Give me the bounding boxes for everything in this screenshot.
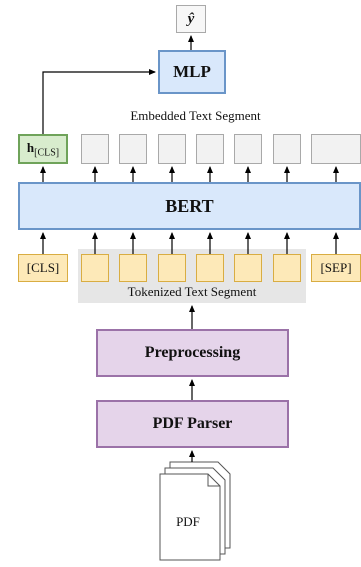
- tokenized-token: [81, 254, 109, 282]
- pdf-page-fold: [207, 474, 220, 487]
- mlp-label: MLP: [173, 62, 211, 81]
- embedded-token: [81, 134, 109, 164]
- embedded-token: [119, 134, 147, 164]
- pdf-page-front: [159, 473, 221, 561]
- tokenized-segment-background: [78, 249, 306, 303]
- tokenized-token: [273, 254, 301, 282]
- tokenized-token: [119, 254, 147, 282]
- sep-token: [SEP]: [311, 254, 361, 282]
- embedded-token: [196, 134, 224, 164]
- tokenized-token: [234, 254, 262, 282]
- preprocessing-box: Preprocessing: [96, 329, 289, 377]
- embedded-token: [158, 134, 186, 164]
- embedded-token: [234, 134, 262, 164]
- arrow-hcls-to-mlp: [42, 69, 156, 134]
- pdf-label: PDF: [176, 514, 200, 529]
- mlp-box: MLP: [158, 50, 226, 94]
- pdf-parser-box: PDF Parser: [96, 400, 289, 448]
- tokenized-token: [196, 254, 224, 282]
- embedded-segment-label: Embedded Text Segment: [130, 108, 261, 123]
- tokenized-token: [158, 254, 186, 282]
- bert-box: BERT: [18, 182, 361, 230]
- tokenized-segment-label: Tokenized Text Segment: [127, 284, 257, 299]
- bert-label: BERT: [165, 195, 214, 216]
- embedded-token: [273, 134, 301, 164]
- preprocessing-label: Preprocessing: [144, 344, 241, 361]
- sep-token-label: [SEP]: [320, 260, 352, 275]
- pdf-parser-label: PDF Parser: [152, 415, 233, 432]
- cls-token-label: [CLS]: [26, 260, 60, 275]
- output-box: ŷ: [176, 5, 206, 33]
- h-cls-label: h[CLS]: [26, 139, 60, 159]
- cls-token: [CLS]: [18, 254, 68, 282]
- output-label: ŷ: [187, 10, 195, 27]
- h-cls-box: h[CLS]: [18, 134, 68, 164]
